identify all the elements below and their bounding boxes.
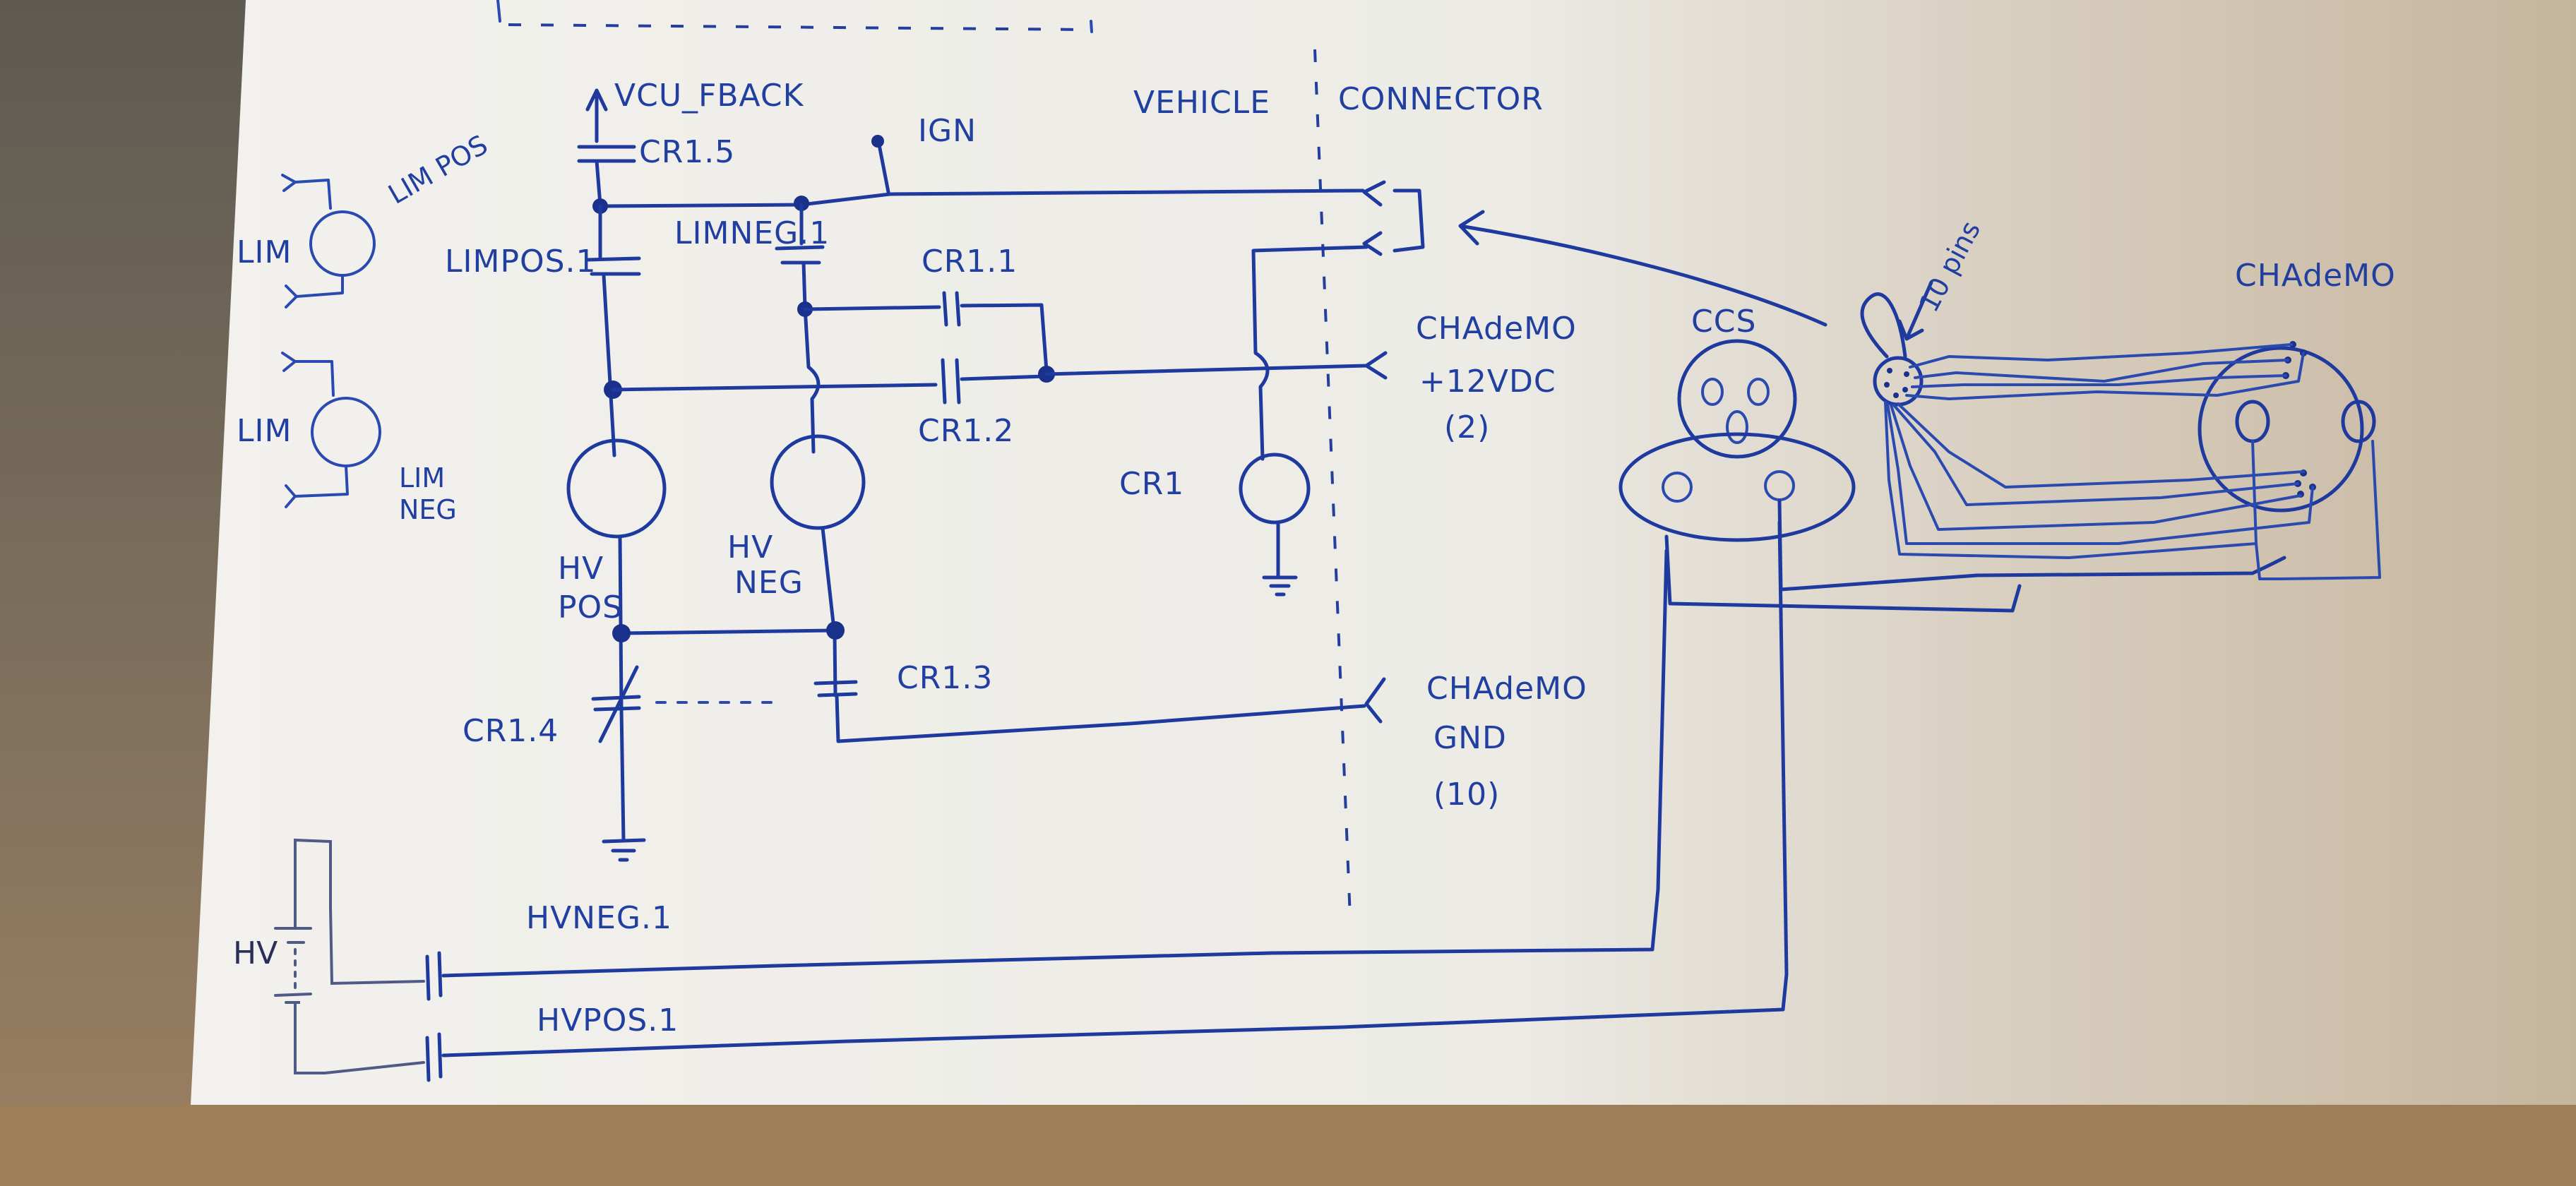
cr1-1-label: CR1.1 <box>922 244 1018 280</box>
limpos-1-label: LIMPOS.1 <box>445 244 597 280</box>
hv-pos-line2: POS <box>558 589 623 625</box>
cr1-5-label: CR1.5 <box>639 134 735 170</box>
hv-pos-coil-icon <box>566 438 667 539</box>
ten-pin-connector <box>1860 280 1933 407</box>
paper-sheet <box>191 0 2576 1105</box>
hvpos-1-label: HVPOS.1 <box>537 1002 679 1038</box>
connector-pin-12v-icon <box>1364 351 1388 380</box>
connector-pin-gnd-icon <box>1364 677 1386 724</box>
ccs-connector <box>1618 339 2286 613</box>
hvpos-wire <box>441 520 1789 1058</box>
hvpos-1-contact-icon <box>425 1032 443 1082</box>
lim-neg-coil <box>281 352 381 508</box>
cr1-2-label: CR1.2 <box>918 413 1014 449</box>
hv-pos-line1: HV <box>558 551 604 587</box>
connector-section-label: CONNECTOR <box>1338 81 1544 117</box>
chademo-12v-line3: (2) <box>1444 409 1490 445</box>
chademo-12v-line1: CHAdeMO <box>1416 311 1577 347</box>
ccs-label: CCS <box>1691 304 1756 340</box>
chademo-gnd-line3: (10) <box>1433 777 1500 813</box>
hv-battery <box>274 838 332 1074</box>
ign-label: IGN <box>918 113 977 149</box>
hv-neg-line1: HV <box>727 529 773 565</box>
hvneg-1-label: HVNEG.1 <box>526 900 672 936</box>
hv-battery-label: HV <box>233 935 278 971</box>
lim-neg-sub-line2: NEG <box>399 494 457 525</box>
limneg-1-label: LIMNEG.1 <box>674 215 830 251</box>
chademo-gnd-line2: GND <box>1433 720 1507 756</box>
vcu-fback-branch <box>577 88 636 207</box>
lim-pos-coil <box>281 174 376 309</box>
chademo-12v-line2: +12VDC <box>1419 364 1556 400</box>
vehicle-connector-boundary <box>1313 49 1352 918</box>
hv-neg-line2: NEG <box>734 565 804 601</box>
connector-jumper <box>1393 188 1425 253</box>
lim-pos-coil-label: LIM <box>237 234 292 270</box>
junction-dot <box>612 624 631 642</box>
ign-terminal-icon <box>871 135 884 148</box>
signal-wire-bundle <box>1884 343 2381 580</box>
ground-icon <box>602 838 646 862</box>
cr1-4-label: CR1.4 <box>463 713 559 749</box>
pointer-arrow <box>1458 210 1827 327</box>
vehicle-section-label: VEHICLE <box>1133 85 1270 121</box>
hv-neg-coil-icon <box>770 434 866 530</box>
junction-dot <box>826 621 845 640</box>
chademo-face-icon <box>2198 346 2364 513</box>
connector-pin-mid-icon <box>1362 231 1383 256</box>
hvneg-1-contact-icon <box>425 951 443 1001</box>
lim-neg-sub-line1: LIM <box>399 462 445 493</box>
vcu-fback-label: VCU_FBACK <box>614 78 804 114</box>
cr1-coil-label: CR1 <box>1119 466 1184 502</box>
ccs-dc-face-icon <box>1618 432 1856 542</box>
cr1-coil-icon <box>1239 453 1311 525</box>
cr1-3-label: CR1.3 <box>897 660 993 696</box>
ccs-signal-face-icon <box>1677 339 1797 459</box>
desk-edge-bottom <box>0 1105 2576 1186</box>
connector-pin-top-icon <box>1362 180 1386 207</box>
chademo-gnd-line1: CHAdeMO <box>1426 671 1587 707</box>
lim-neg-coil-label: LIM <box>237 413 292 449</box>
top-dashed-box-fragment <box>496 0 1093 33</box>
hvneg-wire <box>441 549 1669 978</box>
ground-icon <box>1262 575 1298 597</box>
top-bus-wire <box>598 188 1365 208</box>
chademo-connector-label: CHAdeMO <box>2235 258 2396 294</box>
